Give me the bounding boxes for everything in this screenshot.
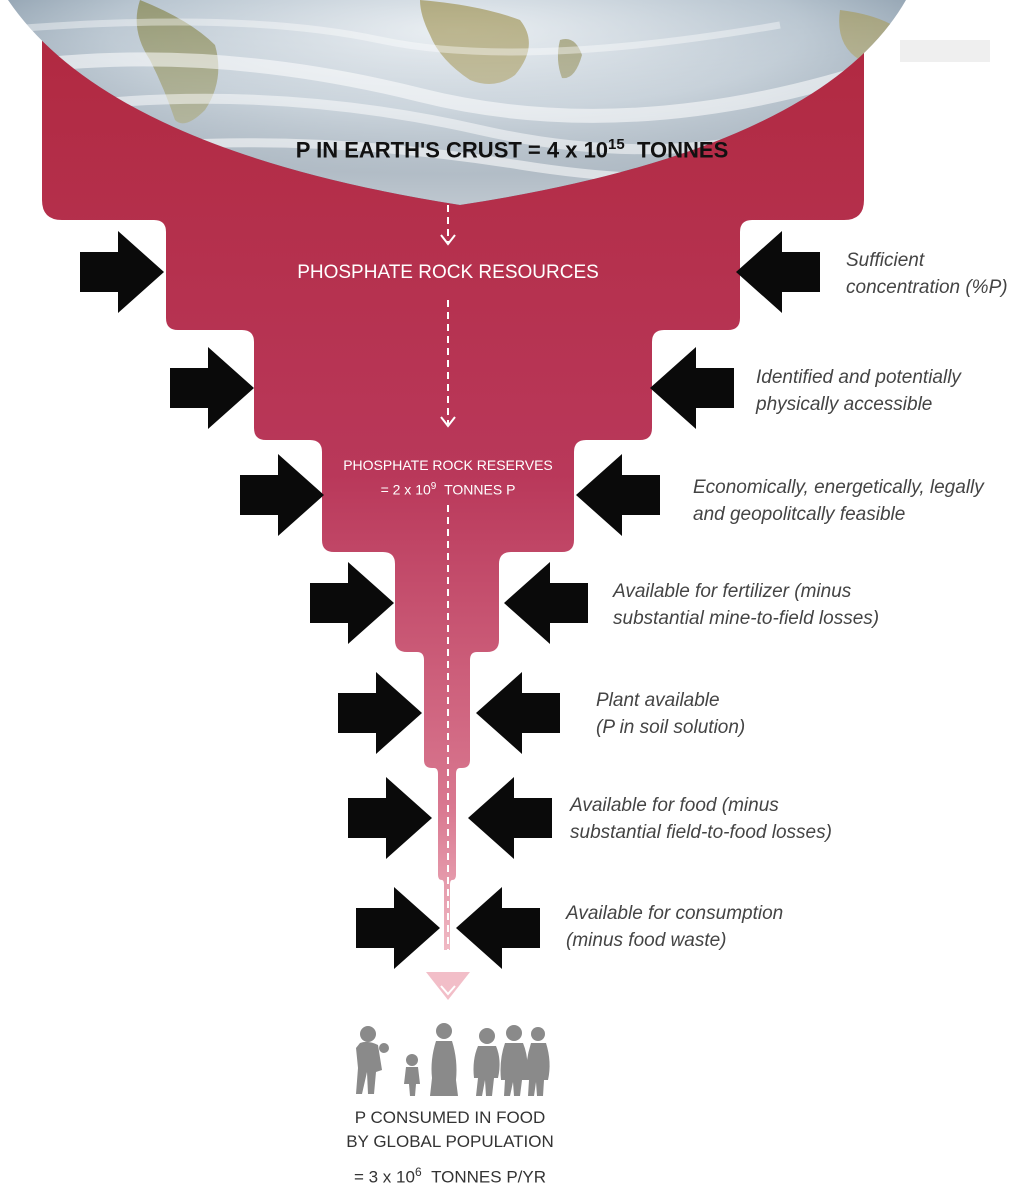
constraint-arrow-right-7 — [456, 887, 540, 969]
constraint-7-line1: Available for consumption — [566, 903, 784, 924]
constraint-label-1: Sufficient concentration (%P) — [846, 247, 1008, 301]
constraint-label-7: Available for consumption (minus food wa… — [566, 900, 783, 954]
constraint-arrow-left-6 — [348, 777, 432, 859]
consumption-exponent: 6 — [414, 1165, 422, 1179]
crust-label-unit: TONNES — [636, 137, 729, 163]
crust-label-exponent: 15 — [608, 136, 625, 153]
constraint-1-line1: Sufficient — [846, 250, 925, 271]
reserves-line2: = 2 x 109 TONNES P — [300, 476, 596, 501]
constraint-5-line1: Plant available — [596, 690, 720, 711]
constraint-7-line2: (minus food waste) — [566, 930, 727, 951]
consumption-line1: P CONSUMED IN FOOD — [354, 1108, 546, 1127]
stage-resources-label: PHOSPHATE ROCK RESOURCES — [297, 262, 599, 283]
reserves-line1: PHOSPHATE ROCK RESERVES — [343, 457, 553, 473]
population-silhouettes — [356, 1023, 550, 1096]
flow-arrowhead — [426, 972, 470, 1000]
crust-phosphorus-label: P IN EARTH'S CRUST = 4 x 1015 TONNES — [0, 136, 1024, 163]
constraint-label-4: Available for fertilizer (minus substant… — [613, 578, 879, 632]
person-icon — [430, 1023, 458, 1096]
constraint-label-5: Plant available (P in soil solution) — [596, 687, 745, 741]
person-icon — [473, 1028, 500, 1096]
child-icon — [404, 1054, 420, 1096]
constraint-arrow-right-6 — [468, 777, 552, 859]
constraint-arrow-right-3 — [576, 454, 660, 536]
constraint-arrow-left-4 — [310, 562, 394, 644]
constraint-arrow-left-3 — [240, 454, 324, 536]
constraint-arrow-right-5 — [476, 672, 560, 754]
consumption-line3: = 3 x 106 TONNES P/YR — [260, 1160, 640, 1190]
constraint-5-line2: (P in soil solution) — [596, 717, 746, 738]
constraint-2-line1: Identified and potentially — [756, 367, 961, 388]
reserves-unit: TONNES P — [444, 481, 516, 498]
constraint-arrow-left-5 — [338, 672, 422, 754]
constraint-label-3: Economically, energetically, legally and… — [693, 474, 984, 528]
constraint-arrow-left-2 — [170, 347, 254, 429]
reserves-value: = 2 x 10 — [380, 481, 431, 498]
constraint-6-line2: substantial field-to-food losses) — [570, 822, 832, 843]
constraint-1-line2: concentration (%P) — [846, 277, 1008, 298]
flow-line — [440, 205, 456, 978]
constraint-arrow-right-2 — [650, 347, 734, 429]
consumption-line2: BY GLOBAL POPULATION — [346, 1132, 554, 1151]
funnel-body — [42, 0, 864, 950]
consumption-label: P CONSUMED IN FOOD BY GLOBAL POPULATION … — [260, 1106, 640, 1190]
constraint-3-line1: Economically, energetically, legally — [693, 477, 984, 498]
person-icon — [356, 1026, 389, 1094]
constraint-arrow-right-1 — [736, 231, 820, 313]
constraint-label-2: Identified and potentially physically ac… — [756, 364, 961, 418]
constraint-4-line2: substantial mine-to-field losses) — [613, 608, 880, 629]
constraint-arrow-left-7 — [356, 887, 440, 969]
person-icon — [525, 1027, 550, 1096]
constraint-6-line1: Available for food (minus — [570, 795, 779, 816]
constraint-3-line2: and geopolitcally feasible — [693, 504, 906, 525]
consumption-value: = 3 x 10 — [353, 1167, 415, 1187]
person-icon — [500, 1025, 528, 1096]
constraint-arrow-left-1 — [80, 231, 164, 313]
constraint-4-line1: Available for fertilizer (minus — [613, 581, 852, 602]
constraint-arrow-right-4 — [504, 562, 588, 644]
constraint-label-6: Available for food (minus substantial fi… — [570, 792, 832, 846]
constraint-2-line2: physically accessible — [756, 394, 933, 415]
crust-label-text: P IN EARTH'S CRUST = 4 x 10 — [295, 137, 609, 163]
reserves-exponent: 9 — [430, 481, 437, 492]
consumption-unit: TONNES P/YR — [431, 1167, 547, 1187]
stage-reserves-label: PHOSPHATE ROCK RESERVES = 2 x 109 TONNES… — [300, 454, 596, 501]
